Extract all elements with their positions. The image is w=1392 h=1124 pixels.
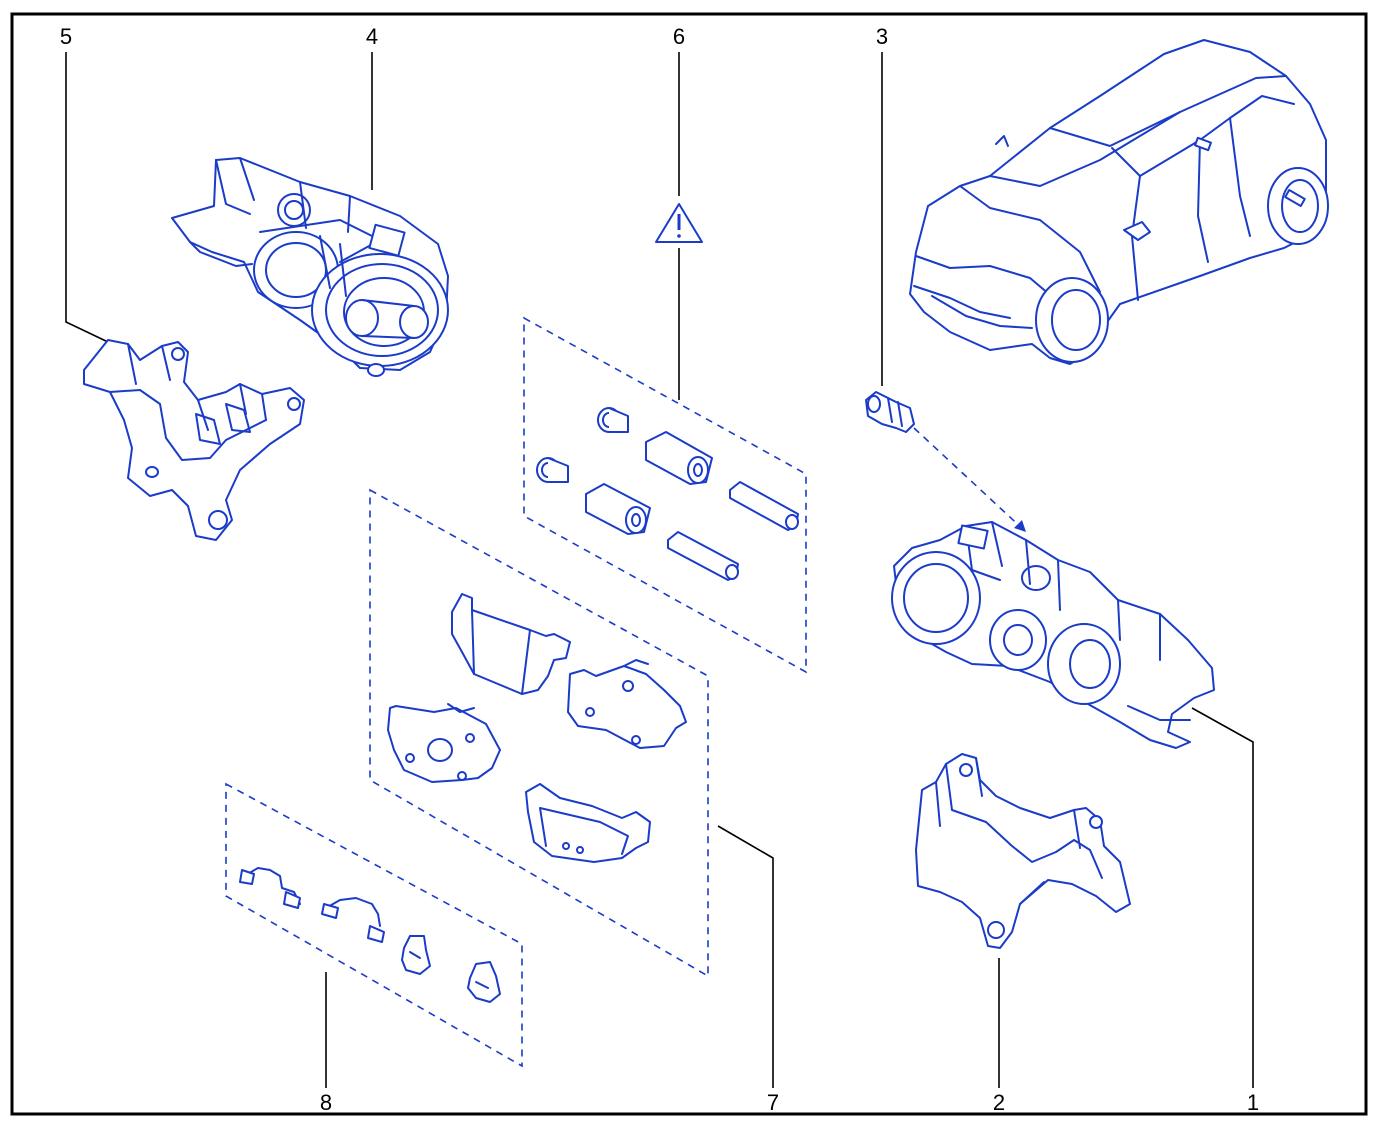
bleed-screw-link: [913, 427, 1027, 533]
callout-6: 6: [673, 24, 685, 49]
warning-triangle-icon: [655, 203, 703, 243]
car-icon: [909, 39, 1329, 365]
leader-5: [65, 52, 109, 343]
brake-caliper-item-1: [891, 521, 1215, 749]
leader-lines: [65, 52, 1254, 1088]
link-arrow: [1014, 520, 1026, 532]
callout-3: 3: [876, 24, 888, 49]
diagram-frame: [10, 12, 1368, 1116]
brake-pads-item-7: [387, 593, 687, 863]
callout-2: 2: [993, 1090, 1005, 1115]
bleed-screw-item-3: [865, 391, 915, 433]
callout-1: 1: [1247, 1090, 1259, 1115]
caliper-bracket-item-5: [83, 339, 305, 541]
guide-pin-kit-item-6: [536, 407, 799, 581]
callout-5: 5: [60, 24, 72, 49]
kit-box-8: [225, 782, 523, 1068]
callout-7: 7: [767, 1090, 779, 1115]
brake-caliper-with-motor-item-4: [171, 157, 449, 377]
pad-clips-item-8: [239, 867, 501, 1003]
kit-box-6: [523, 316, 807, 674]
caliper-bracket-item-2: [915, 753, 1131, 949]
kit-box-7: [369, 488, 709, 978]
leader-1: [1191, 707, 1254, 1088]
callout-8: 8: [320, 1090, 332, 1115]
callout-4: 4: [366, 24, 378, 49]
leader-7: [717, 825, 774, 1088]
